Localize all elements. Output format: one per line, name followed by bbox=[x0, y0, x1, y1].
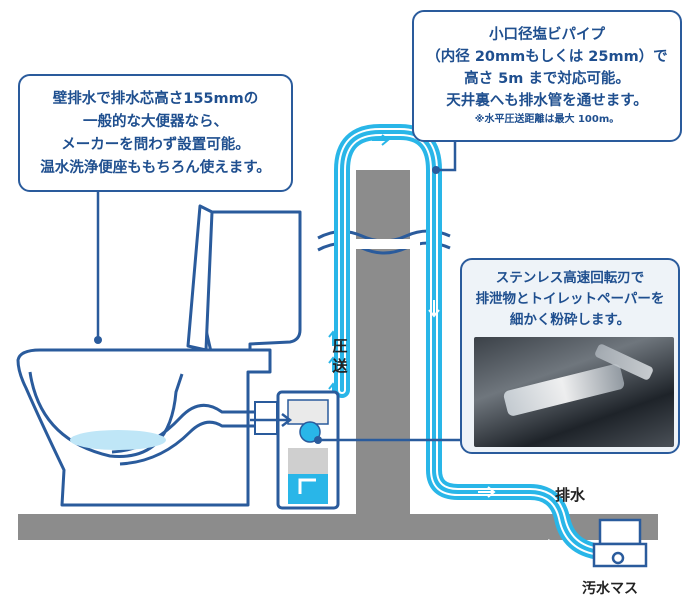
connector bbox=[254, 401, 278, 435]
callout-line: 壁排水で排水芯高さ155mmの bbox=[52, 91, 259, 107]
callout-line: （内径 20mmもしくは 25mm）で bbox=[426, 49, 668, 65]
callout-line: 細かく粉砕します。 bbox=[509, 312, 631, 328]
blade-photo bbox=[474, 337, 674, 447]
callout-note: ※水平圧送距離は最大 100m。 bbox=[474, 114, 620, 125]
label-drain: 排水 bbox=[555, 486, 586, 504]
callout-pipe-spec: 小口径塩ビパイプ （内径 20mmもしくは 25mm）で 高さ 5m まで対応可… bbox=[412, 10, 682, 142]
callout-line: 排泄物とトイレットペーパーを bbox=[475, 291, 665, 307]
flow-arrows bbox=[372, 134, 561, 547]
leader-dot-right bbox=[314, 436, 322, 444]
pump-unit bbox=[276, 390, 340, 510]
inflow-arrow bbox=[250, 413, 293, 427]
callout-line: 高さ 5m まで対応可能。 bbox=[464, 71, 630, 87]
label-sewer-box: 汚水マス bbox=[582, 581, 638, 597]
bowl-water bbox=[70, 430, 166, 450]
callout-line: 小口径塩ビパイプ bbox=[489, 27, 605, 43]
leader-lines bbox=[96, 142, 470, 442]
callout-line: ステンレス高速回転刃で bbox=[495, 270, 645, 286]
floor bbox=[18, 514, 658, 540]
callout-line: 一般的な大便器なら、 bbox=[83, 114, 228, 130]
leader-dot-left bbox=[94, 336, 102, 344]
pipe-route bbox=[334, 124, 608, 560]
label-pressure-feed: 圧送 bbox=[332, 337, 348, 375]
leader-dot-top bbox=[432, 166, 440, 174]
callout-toilet-compatibility: 壁排水で排水芯高さ155mmの 一般的な大便器なら、 メーカーを問わず設置可能。… bbox=[18, 74, 293, 192]
callout-line: 天井裏へも排水管を通せます。 bbox=[446, 93, 648, 109]
wall bbox=[356, 170, 410, 516]
diagram-canvas bbox=[16, 124, 658, 568]
toilet bbox=[16, 204, 302, 507]
callout-line: メーカーを問わず設置可能。 bbox=[61, 137, 250, 153]
sewer-box bbox=[592, 518, 648, 568]
callout-blade: ステンレス高速回転刃で 排泄物とトイレットペーパーを 細かく粉砕します。 bbox=[460, 258, 680, 454]
callout-line: 温水洗浄便座ももちろん使えます。 bbox=[40, 160, 271, 176]
